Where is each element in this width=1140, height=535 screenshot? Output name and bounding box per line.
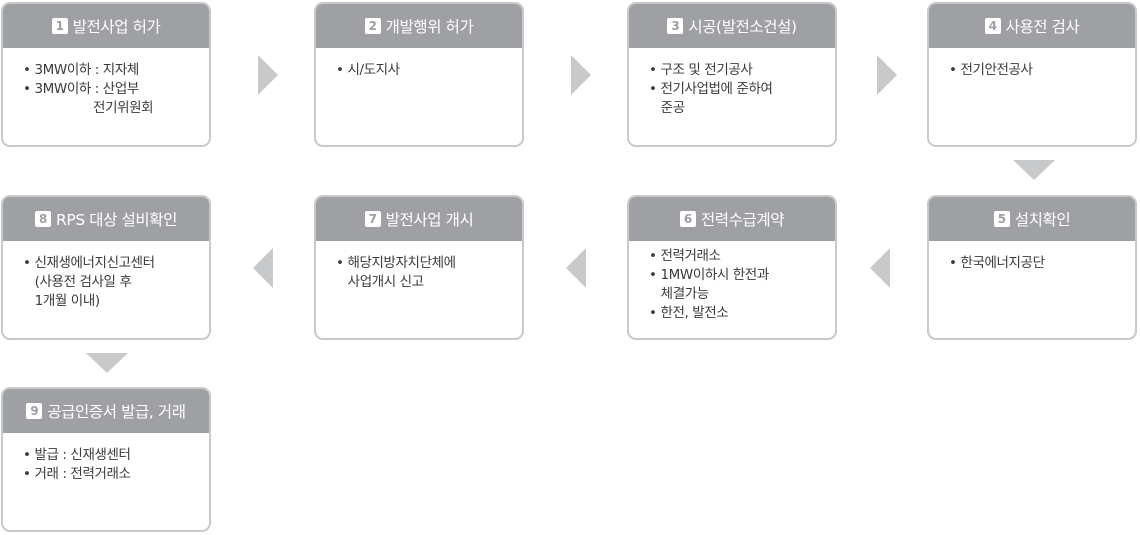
step-4-item: • 전기안전공사	[949, 62, 1033, 78]
step-7-card: 7 발전사업 개시 • 해당지방자치단체에 사업개시 신고	[314, 195, 524, 340]
arrow-left-icon	[253, 248, 273, 288]
step-6-item: • 한전, 발전소	[649, 305, 729, 321]
step-6-header: 6 전력수급계약	[629, 197, 835, 241]
step-4-header: 4 사용전 검사	[929, 4, 1135, 48]
step-8-item: • 신재생에너지신고센터	[23, 255, 155, 271]
step-8-item: 1개월 이내)	[23, 293, 100, 309]
step-4-title: 사용전 검사	[1005, 18, 1080, 36]
arrow-right-icon	[258, 55, 278, 95]
step-8-item: (사용전 검사일 후	[23, 274, 132, 290]
step-6-item: • 전력거래소	[649, 248, 721, 264]
step-5-body: • 한국에너지공단	[929, 241, 1135, 273]
step-2-body: • 시/도지사	[316, 48, 522, 80]
step-6-item: 체결가능	[649, 286, 709, 302]
arrow-right-icon	[877, 55, 897, 95]
step-1-card: 1 발전사업 허가 • 3MW이하 : 지자체 • 3MW이하 : 산업부 전기…	[1, 2, 211, 147]
step-6-body: • 전력거래소 • 1MW이하시 한전과 체결가능 • 한전, 발전소	[629, 241, 835, 323]
step-1-header: 1 발전사업 허가	[3, 4, 209, 48]
step-8-card: 8 RPS 대상 설비확인 • 신재생에너지신고센터 (사용전 검사일 후 1개…	[1, 195, 211, 340]
step-3-title: 시공(발전소건설)	[688, 18, 797, 36]
step-3-header: 3 시공(발전소건설)	[629, 4, 835, 48]
step-4-number: 4	[984, 18, 1001, 34]
step-9-title: 공급인증서 발급, 거래	[47, 403, 186, 421]
step-8-body: • 신재생에너지신고센터 (사용전 검사일 후 1개월 이내)	[3, 241, 209, 311]
step-5-number: 5	[993, 211, 1010, 227]
step-2-header: 2 개발행위 허가	[316, 4, 522, 48]
step-6-card: 6 전력수급계약 • 전력거래소 • 1MW이하시 한전과 체결가능 • 한전,…	[627, 195, 837, 340]
step-5-header: 5 설치확인	[929, 197, 1135, 241]
step-9-item: • 거래 : 전력거래소	[23, 466, 131, 482]
step-1-body: • 3MW이하 : 지자체 • 3MW이하 : 산업부 전기위원회	[3, 48, 209, 118]
step-9-item: • 발급 : 신재생센터	[23, 447, 131, 463]
step-5-item: • 한국에너지공단	[949, 255, 1045, 271]
arrow-down-icon	[86, 353, 128, 373]
step-8-number: 8	[35, 211, 51, 227]
step-2-title: 개발행위 허가	[385, 18, 474, 36]
step-7-number: 7	[364, 211, 381, 227]
step-4-card: 4 사용전 검사 • 전기안전공사	[927, 2, 1137, 147]
step-3-card: 3 시공(발전소건설) • 구조 및 전기공사 • 전기사업법에 준하여 준공	[627, 2, 837, 147]
step-2-item: • 시/도지사	[336, 62, 400, 78]
step-3-item: • 구조 및 전기공사	[649, 62, 753, 78]
step-5-title: 설치확인	[1014, 211, 1071, 229]
step-8-title: RPS 대상 설비확인	[56, 211, 177, 229]
step-3-number: 3	[667, 18, 684, 34]
step-1-item: • 3MW이하 : 산업부	[23, 81, 139, 97]
step-9-number: 9	[26, 403, 43, 419]
arrow-down-icon	[1013, 160, 1055, 180]
step-6-title: 전력수급계약	[700, 211, 785, 229]
step-6-item: • 1MW이하시 한전과	[649, 267, 769, 283]
step-7-header: 7 발전사업 개시	[316, 197, 522, 241]
step-9-header: 9 공급인증서 발급, 거래	[3, 389, 209, 433]
step-2-card: 2 개발행위 허가 • 시/도지사	[314, 2, 524, 147]
arrow-left-icon	[566, 248, 586, 288]
step-7-title: 발전사업 개시	[385, 211, 474, 229]
step-3-item: • 전기사업법에 준하여	[649, 81, 773, 97]
step-5-card: 5 설치확인 • 한국에너지공단	[927, 195, 1137, 340]
step-8-header: 8 RPS 대상 설비확인	[3, 197, 209, 241]
step-7-item: 사업개시 신고	[336, 274, 424, 290]
step-7-body: • 해당지방자치단체에 사업개시 신고	[316, 241, 522, 292]
step-1-title: 발전사업 허가	[72, 18, 161, 36]
step-4-body: • 전기안전공사	[929, 48, 1135, 80]
arrow-left-icon	[870, 248, 890, 288]
step-1-item: 전기위원회	[23, 100, 154, 116]
step-3-body: • 구조 및 전기공사 • 전기사업법에 준하여 준공	[629, 48, 835, 118]
step-3-item: 준공	[649, 100, 685, 116]
step-2-number: 2	[364, 18, 381, 34]
step-6-number: 6	[679, 211, 696, 227]
step-1-number: 1	[51, 18, 68, 34]
arrow-right-icon	[571, 55, 591, 95]
step-9-body: • 발급 : 신재생센터 • 거래 : 전력거래소	[3, 433, 209, 484]
step-1-item: • 3MW이하 : 지자체	[23, 62, 139, 78]
step-7-item: • 해당지방자치단체에	[336, 255, 456, 271]
step-9-card: 9 공급인증서 발급, 거래 • 발급 : 신재생센터 • 거래 : 전력거래소	[1, 387, 211, 532]
